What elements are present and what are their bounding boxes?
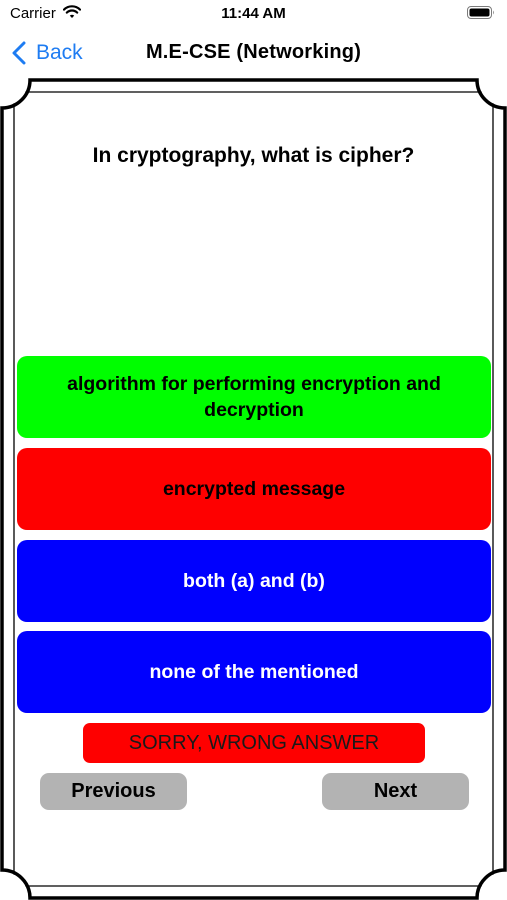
back-label: Back <box>36 41 83 64</box>
back-button[interactable]: Back <box>12 38 83 68</box>
feedback-text: SORRY, WRONG ANSWER <box>128 731 380 754</box>
carrier-label: Carrier <box>10 5 56 22</box>
next-button[interactable]: Next <box>322 773 469 810</box>
answer-option-3[interactable]: both (a) and (b) <box>17 540 491 622</box>
next-button-label: Next <box>373 780 418 802</box>
page-title: M.E-CSE (Networking) <box>145 41 362 63</box>
answer-option-label: encrypted message <box>162 478 346 500</box>
answer-option-label: both (a) and (b) <box>183 570 325 592</box>
wifi-icon <box>62 5 82 19</box>
previous-button-label: Previous <box>71 780 156 802</box>
previous-button[interactable]: Previous <box>40 773 187 810</box>
question-text: In cryptography, what is cipher? <box>92 144 415 167</box>
answer-option-label: none of the mentioned <box>149 661 359 683</box>
answer-option-1[interactable]: algorithm for performing encryption and … <box>17 356 491 438</box>
status-time: 11:44 AM <box>221 5 286 22</box>
status-bar: Carrier 11:44 AM <box>0 0 507 30</box>
answer-option-label: algorithm for performing encryption and … <box>67 373 441 421</box>
battery-icon <box>467 6 495 19</box>
chevron-left-icon <box>12 41 26 65</box>
feedback-banner: SORRY, WRONG ANSWER <box>83 723 425 763</box>
navigation-bar: Back M.E-CSE (Networking) <box>0 30 507 76</box>
answer-option-4[interactable]: none of the mentioned <box>17 631 491 713</box>
answer-option-2[interactable]: encrypted message <box>17 448 491 530</box>
